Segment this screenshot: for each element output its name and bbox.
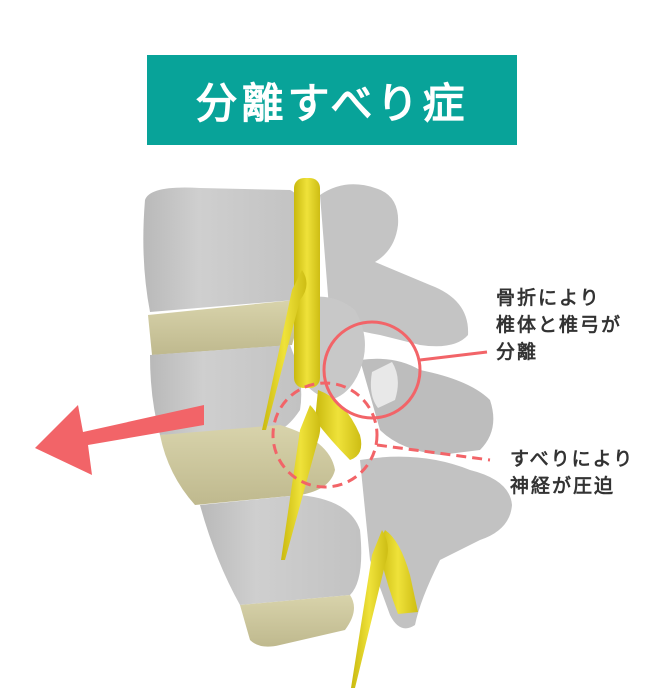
compression-circle bbox=[271, 381, 379, 489]
compression-leader bbox=[376, 443, 491, 462]
nerves bbox=[262, 178, 418, 688]
title-text: 分離すべり症 bbox=[195, 78, 469, 128]
title-banner: 分離すべり症 bbox=[147, 55, 517, 145]
annotations bbox=[35, 320, 491, 489]
fracture-fragment bbox=[370, 362, 398, 408]
slip-arrow-icon bbox=[35, 405, 204, 475]
fracture-circle bbox=[322, 320, 422, 420]
slip-label: すべりにより 神経が圧迫 bbox=[510, 448, 635, 497]
fracture-leader bbox=[419, 350, 488, 362]
vertebral-bodies bbox=[143, 187, 362, 647]
fracture-label: 骨折により 椎体と椎弓が 分離 bbox=[496, 287, 623, 363]
